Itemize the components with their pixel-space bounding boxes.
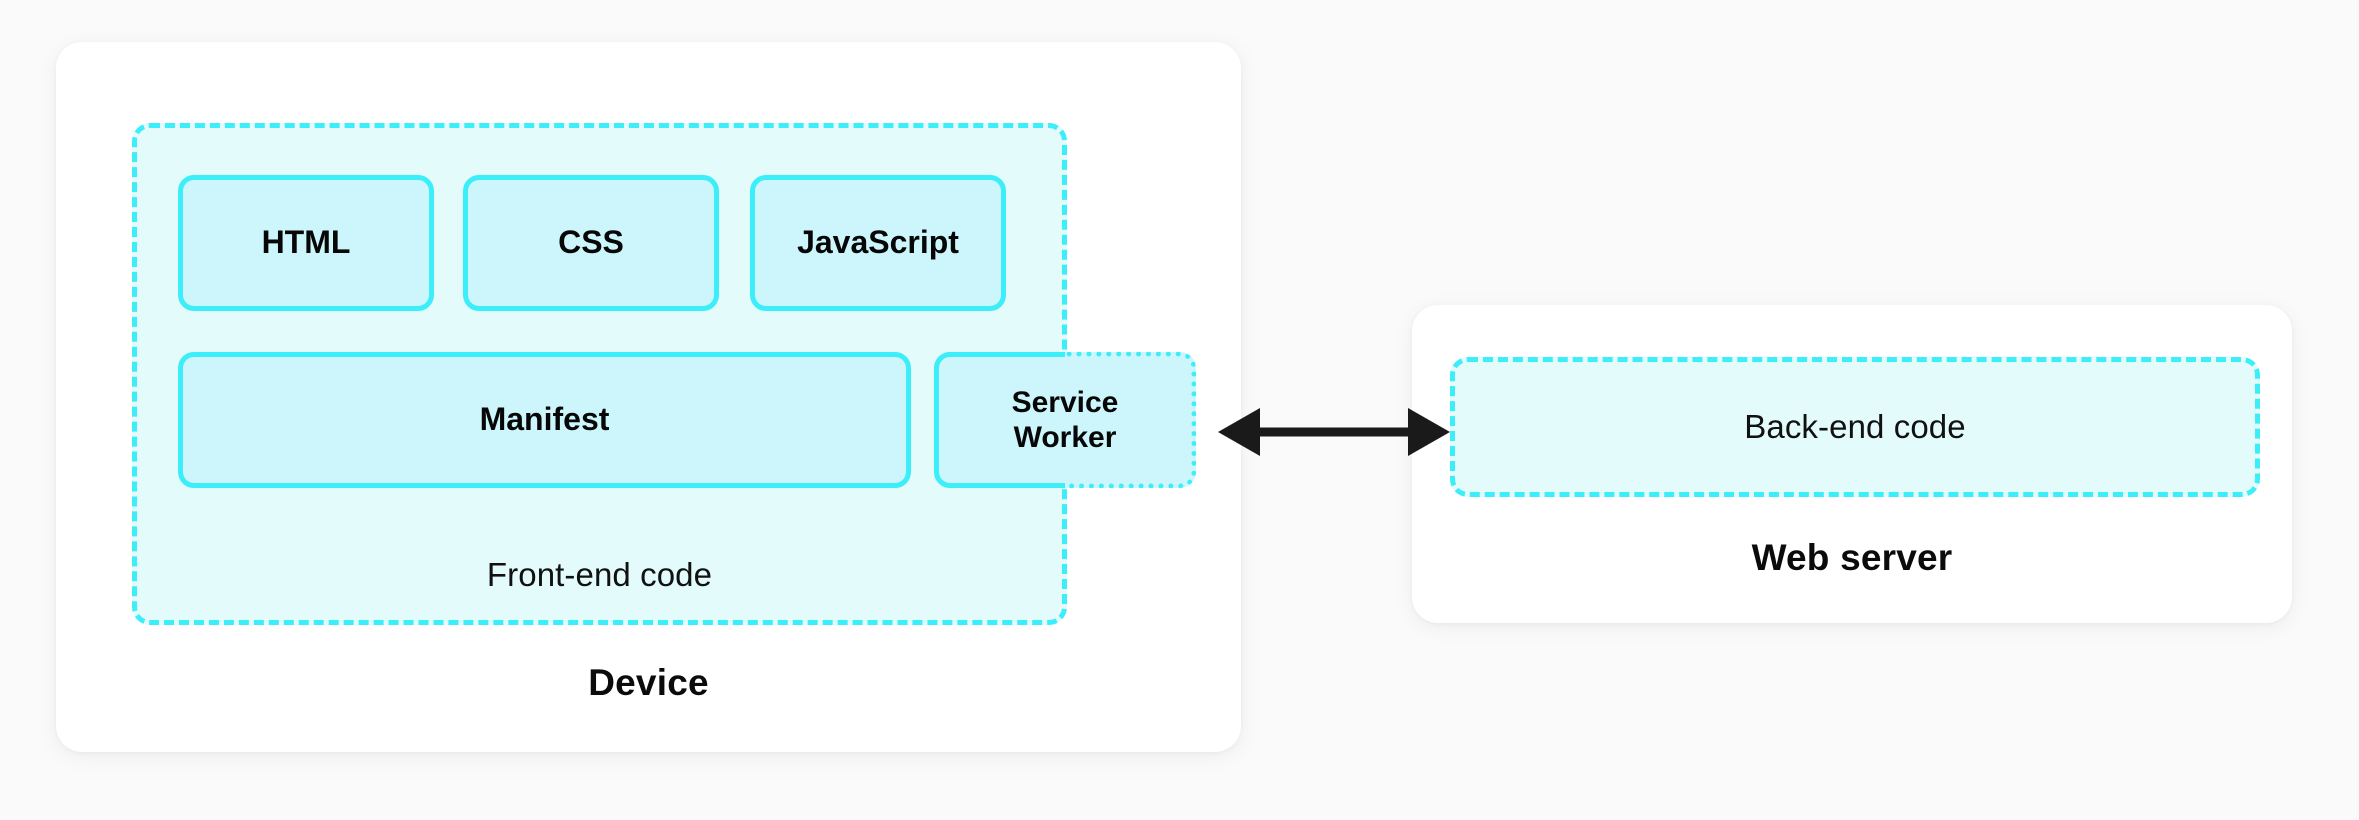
back-end-code-label: Back-end code (1744, 408, 1966, 445)
back-end-code-region: Back-end code (1450, 357, 2260, 497)
tech-box-javascript[interactable]: JavaScript (750, 175, 1006, 311)
device-panel-title: Device (588, 662, 709, 703)
tech-box-service-worker[interactable] (934, 352, 1196, 488)
tech-box-html[interactable]: HTML (178, 175, 434, 311)
tech-box-manifest[interactable]: Manifest (178, 352, 911, 488)
web-server-panel-title: Web server (1751, 537, 1953, 578)
bidirectional-arrow-icon (1218, 408, 1450, 456)
front-end-code-label: Front-end code (486, 556, 713, 593)
tech-box-css[interactable]: CSS (463, 175, 719, 311)
